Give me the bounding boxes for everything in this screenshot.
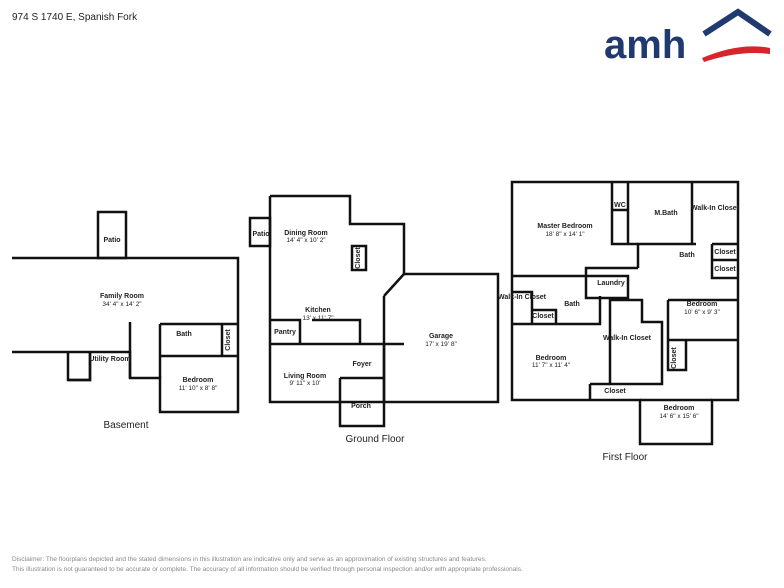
garage-label: Garage (429, 333, 453, 340)
porch-label: Porch (351, 403, 371, 410)
ground-patio-label: Patio (252, 231, 269, 238)
ground-floor-label: Ground Floor (346, 434, 406, 445)
bottom-bedroom-dims: 14' 6" x 15' 6" (659, 413, 699, 420)
master-bath-label: M.Bath (654, 210, 677, 217)
right-bedroom-dims: 10' 6" x 9' 3" (684, 309, 720, 316)
first-floor-walls (510, 180, 740, 446)
dining-room-label: Dining Room (284, 230, 328, 237)
center-walk-in-closet-label: Walk-In Closet (603, 335, 652, 342)
disclaimer-line-1: Disclaimer: The floorplans depicted and … (12, 556, 487, 563)
pantry-label: Pantry (274, 329, 296, 336)
basement-closet-label: Closet (225, 329, 232, 351)
basement-bedroom-label: Bedroom (183, 377, 214, 384)
laundry-label: Laundry (597, 280, 625, 287)
kitchen-label: Kitchen (305, 307, 331, 314)
hall-bath-label: Bath (679, 252, 695, 259)
ground-closet-label: Closet (355, 247, 362, 269)
garage-dims: 17' x 19' 8" (425, 341, 457, 348)
utility-room-label: Utility Room (89, 356, 130, 363)
basement-bedroom-dims: 11' 10" x 8' 8" (179, 385, 218, 392)
master-bedroom-dims: 18' 8" x 14' 1" (545, 231, 585, 238)
bottom-bedroom-label: Bedroom (664, 405, 695, 412)
disclaimer-line-2: This illustration is not guaranteed to b… (12, 566, 523, 573)
hall-closet-top-label: Closet (714, 249, 736, 256)
amh-logo: amh (604, 8, 772, 67)
first-floor-label: First Floor (603, 452, 649, 463)
hall-closet-bottom-label: Closet (714, 266, 736, 273)
left-bedroom-label: Bedroom (536, 355, 567, 362)
swoosh-icon (702, 46, 770, 62)
left-walk-in-closet-label: Walk-In Closet (498, 294, 547, 301)
foyer-label: Foyer (352, 361, 371, 368)
right-bedroom-label: Bedroom (687, 301, 718, 308)
dining-room-dims: 14' 4" x 10' 2" (286, 237, 326, 244)
basement-bath-label: Bath (176, 331, 192, 338)
left-bath-closet-label: Closet (532, 313, 554, 320)
living-room-dims: 9' 11" x 10' (289, 380, 320, 387)
master-walk-in-closet-label: Walk-In Closet (691, 205, 740, 212)
house-roof-icon (702, 8, 772, 37)
wc-label: WC (614, 202, 626, 209)
property-address: 974 S 1740 E, Spanish Fork (12, 12, 138, 23)
family-room-label: Family Room (100, 293, 144, 300)
living-room-label: Living Room (284, 373, 326, 380)
basement-walls (12, 210, 240, 414)
kitchen-dims: 13' x 11' 7" (302, 315, 334, 322)
bottom-right-closet-label: Closet (671, 347, 678, 369)
amh-logo-text: amh (604, 23, 686, 67)
left-bedroom-dims: 11' 7" x 11' 4" (532, 362, 571, 369)
basement-floor-label: Basement (103, 420, 148, 431)
bottom-closet-label: Closet (604, 388, 626, 395)
ground-floor-walls (248, 194, 500, 428)
basement-patio-label: Patio (103, 237, 120, 244)
family-room-dims: 34' 4" x 14' 2" (102, 301, 142, 308)
left-bath-label: Bath (564, 301, 580, 308)
master-bedroom-label: Master Bedroom (537, 223, 592, 230)
